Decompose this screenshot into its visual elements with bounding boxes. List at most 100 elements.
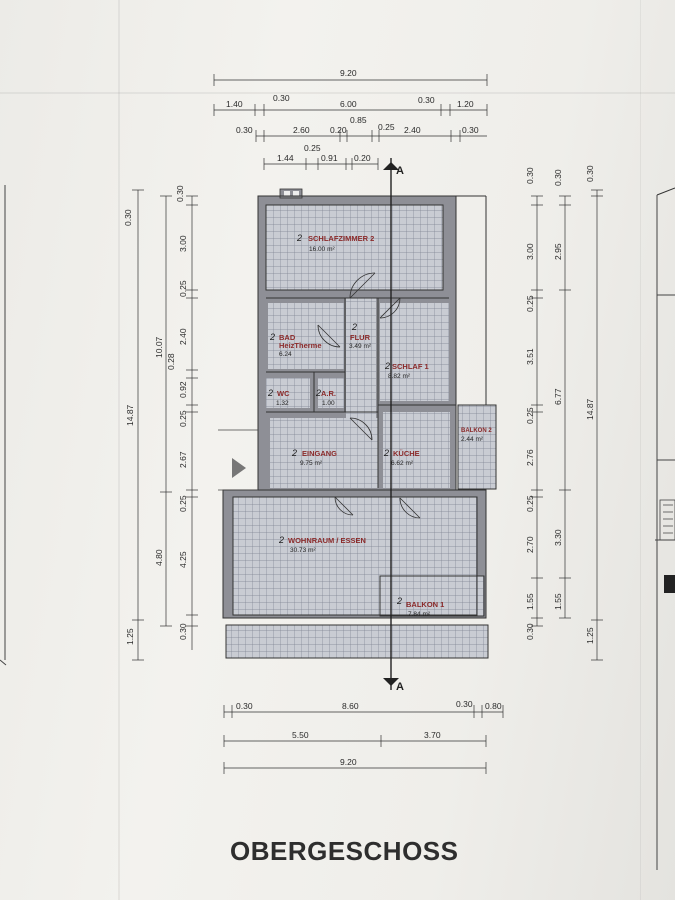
- room-area-wohnraum: 30.73 m²: [290, 547, 316, 554]
- room-number: 2: [383, 448, 389, 458]
- dim-top-label: 0.30: [418, 95, 435, 105]
- room-number: 2: [315, 388, 321, 398]
- dim-left-label: 0.30: [123, 209, 133, 226]
- section-marker-bottom: A: [396, 681, 404, 693]
- room-flur: [346, 298, 376, 418]
- room-name-kueche: KÜCHE: [393, 449, 420, 458]
- room-name-wohnraum: WOHNRAUM / ESSEN: [288, 536, 366, 545]
- dim-top-label: 1.20: [457, 99, 474, 109]
- interior-walls: [222, 195, 487, 619]
- dim-left-label: 0.30: [178, 623, 188, 640]
- dim-left-label: 0.92: [178, 381, 188, 398]
- dim-top-label: 2.60: [293, 125, 310, 135]
- room-labels: 2 SCHLAFZIMMER 2 16.00 m² 2 BAD HeizTher…: [267, 233, 492, 618]
- dim-bottom-label: 8.60: [342, 701, 359, 711]
- room-number: 2: [269, 332, 275, 342]
- dim-right-label: 14.87: [585, 398, 595, 420]
- room-name-schlaf-1: SCHLAF 1: [392, 362, 429, 371]
- room-ar: [318, 378, 344, 408]
- room-name-balkon-2: BALKON 2: [461, 428, 492, 434]
- dim-top-label: 0.30: [236, 125, 253, 135]
- room-area-bad: 6.24: [279, 351, 292, 358]
- dim-left-label: 14.87: [125, 404, 135, 426]
- terrace: [225, 624, 489, 659]
- rooms: [225, 205, 497, 659]
- dim-top-label: 0.30: [273, 93, 290, 103]
- dim-left-label: 0.30: [175, 185, 185, 202]
- dim-top-total: 9.20: [340, 68, 357, 78]
- room-area-ar: 1.00: [322, 400, 335, 407]
- dim-left-label: 2.40: [178, 328, 188, 345]
- dim-top-label: 0.85: [350, 115, 367, 125]
- dim-left-label: 0.25: [178, 410, 188, 427]
- dim-bottom-total: 9.20: [340, 757, 357, 767]
- dim-right-label: 3.30: [553, 529, 563, 546]
- dimension-labels-left: 14.87 10.07 4.80 1.25 0.30 3.00 0.25 2.4…: [123, 185, 188, 645]
- dim-left-label: 3.00: [178, 235, 188, 252]
- dim-right-label: 3.51: [525, 348, 535, 365]
- dim-right-label: 1.55: [553, 593, 563, 610]
- room-area-kueche: 6.62 m²: [391, 460, 414, 467]
- room-balkon-1: [379, 575, 485, 617]
- room-number: 2: [291, 448, 297, 458]
- dim-bottom-label: 0.30: [456, 699, 473, 709]
- room-name-wc: WC: [277, 389, 290, 398]
- dim-right-label: 2.70: [525, 536, 535, 553]
- dim-top-label: 0.20: [354, 153, 371, 163]
- dimension-labels-top: 9.20 1.40 0.30 6.00 0.30 1.20 0.30 2.60 …: [226, 68, 479, 163]
- dim-right-label: 6.77: [553, 388, 563, 405]
- dim-right-label: 0.25: [525, 407, 535, 424]
- paper-fold-line: [640, 0, 641, 900]
- dimension-lines-top: [213, 74, 488, 170]
- dimension-labels-bottom: 0.30 8.60 0.30 0.80 5.50 3.70 9.20: [236, 699, 502, 767]
- plan-title: OBERGESCHOSS: [230, 836, 459, 866]
- room-area-schlafzimmer-2: 16.00 m²: [309, 246, 335, 253]
- dim-left-label: 0.25: [178, 495, 188, 512]
- paper-fold-line: [0, 92, 675, 94]
- room-number: 2: [396, 596, 402, 606]
- room-area-balkon-1: 7.84 m²: [408, 611, 431, 618]
- room-kueche: [383, 412, 450, 488]
- dimension-lines-bottom: [223, 705, 504, 774]
- dim-right-label: 2.95: [553, 243, 563, 260]
- dim-left-label: 1.25: [125, 628, 135, 645]
- room-number: 2: [384, 361, 390, 371]
- dim-left-label: 0.25: [178, 280, 188, 297]
- room-number: 2: [267, 388, 273, 398]
- dim-right-label: 0.30: [525, 623, 535, 640]
- room-name-eingang: EINGANG: [302, 449, 337, 458]
- dim-left-label: 4.25: [178, 551, 188, 568]
- entrance-stairs: [218, 429, 258, 491]
- dim-left-label: 2.67: [178, 451, 188, 468]
- room-sub-bad: HeizTherme: [279, 341, 322, 350]
- dim-bottom-label: 0.80: [485, 701, 502, 711]
- dim-top-label: 0.30: [462, 125, 479, 135]
- paper-fold-line: [118, 0, 120, 900]
- room-bad: [268, 303, 344, 369]
- dim-right-label: 0.30: [553, 169, 563, 186]
- dim-top-label: 0.20: [330, 125, 347, 135]
- dim-left-label: 10.07: [154, 336, 164, 358]
- room-name-schlafzimmer-2: SCHLAFZIMMER 2: [308, 234, 374, 243]
- room-area-balkon-2: 2.44 m²: [461, 436, 484, 443]
- dimension-lines-left: [132, 189, 198, 661]
- dim-bottom-label: 0.30: [236, 701, 253, 711]
- dim-top-label: 0.25: [378, 122, 395, 132]
- room-name-ar: A.R.: [321, 389, 336, 398]
- dim-right-label: 2.76: [525, 449, 535, 466]
- dim-bottom-label: 3.70: [424, 730, 441, 740]
- dim-right-label: 0.25: [525, 495, 535, 512]
- room-name-flur: FLUR: [350, 333, 371, 342]
- dimension-lines-right: [531, 189, 603, 661]
- room-name-balkon-1: BALKON 1: [406, 600, 444, 609]
- dim-top-label: 1.40: [226, 99, 243, 109]
- dim-right-label: 1.55: [525, 593, 535, 610]
- room-area-flur: 3.49 m²: [349, 343, 372, 350]
- adjacent-drawing-fragments: [0, 185, 675, 870]
- dim-right-label: 0.30: [525, 167, 535, 184]
- room-eingang: [270, 418, 378, 488]
- dim-left-label: 0.28: [166, 353, 176, 370]
- dim-left-label: 4.80: [154, 549, 164, 566]
- dim-top-label: 2.40: [404, 125, 421, 135]
